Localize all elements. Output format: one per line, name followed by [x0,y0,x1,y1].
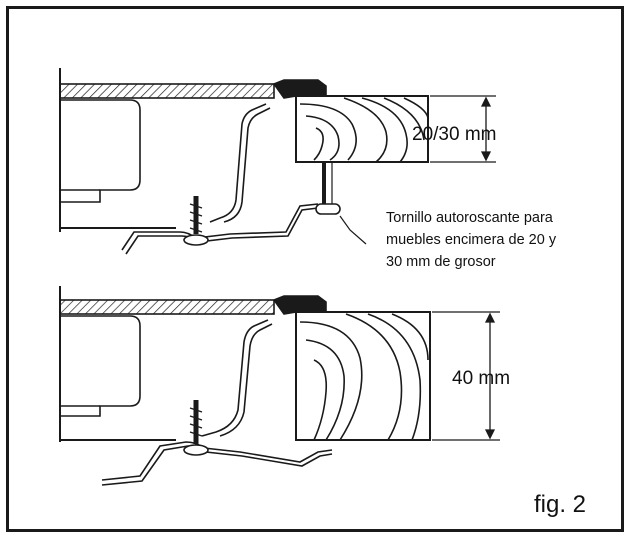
top-fixing-clip [121,203,319,251]
screw-note-line-3: 30 mm de grosor [386,254,496,270]
bottom-trim-lip [272,295,327,315]
bottom-dimension-arrow [432,311,500,441]
top-dimension-arrow [430,95,496,163]
screw-note-leader [339,215,367,245]
top-detail [59,68,496,255]
top-glass-plate [59,83,275,99]
top-thickness-label: 20/30 mm [412,124,496,145]
worktop-screw [315,162,341,215]
top-trim-lip [272,79,327,99]
screw-note-line-1: Tornillo autoroscante para [386,210,554,226]
bottom-thickness-label: 40 mm [452,368,510,389]
screw-note-line-2: muebles encimera de 20 y [386,232,557,248]
bottom-worktop-wood [295,311,431,441]
top-worktop-wood [295,95,429,163]
top-clip-screw [183,196,209,246]
bottom-glass-plate [59,299,275,315]
bottom-clip-screw [183,400,209,456]
bottom-fixing-clip [101,441,333,481]
figure-label: fig. 2 [534,491,586,518]
bottom-detail [59,286,500,486]
